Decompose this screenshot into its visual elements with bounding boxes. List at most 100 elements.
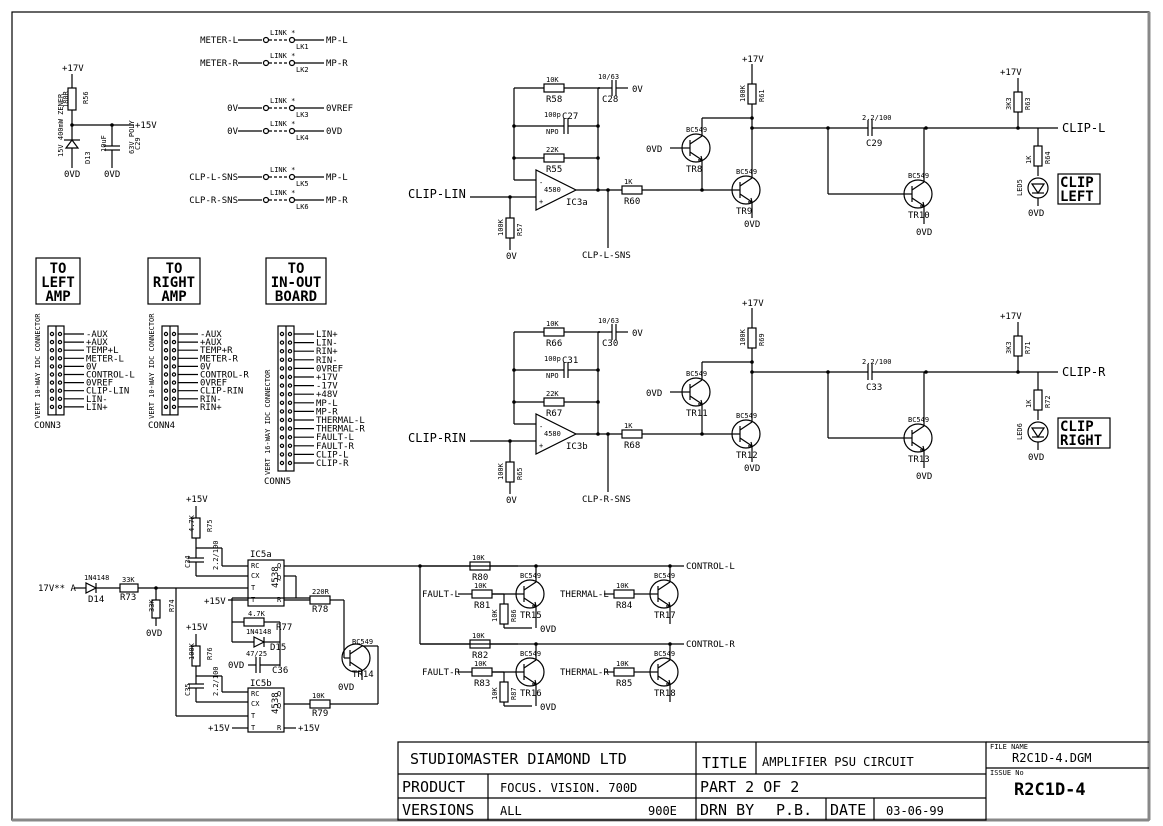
svg-text:R61: R61 (758, 89, 766, 102)
svg-text:IC5a: IC5a (250, 550, 272, 560)
svg-text:TR14: TR14 (352, 670, 374, 680)
connector-pin-label: MP-L (316, 399, 338, 409)
svg-text:10K: 10K (312, 692, 325, 700)
connector-pin-label: 0VREF (200, 379, 227, 389)
svg-text:4580: 4580 (544, 430, 561, 438)
link-right-label: MP-L (326, 173, 348, 183)
fault-label: FAULT-L (422, 590, 460, 600)
svg-text:VERT 16-WAY IDC CONNECTOR: VERT 16-WAY IDC CONNECTOR (264, 369, 272, 475)
svg-text:+17V: +17V (62, 64, 84, 74)
svg-text:C33: C33 (866, 383, 882, 393)
svg-text:Q: Q (277, 562, 281, 570)
fault-label: FAULT-R (422, 668, 461, 678)
svg-text:TO: TO (50, 261, 67, 277)
svg-text:BC549: BC549 (736, 412, 757, 420)
connector-pin-label: +48V (316, 390, 338, 400)
svg-text:R55: R55 (546, 165, 562, 175)
svg-text:BC549: BC549 (520, 572, 541, 580)
title-block: STUDIOMASTER DIAMOND LTD TITLE AMPLIFIER… (397, 741, 1149, 821)
svg-text:IC3b: IC3b (566, 442, 588, 452)
svg-text:TR15: TR15 (520, 611, 542, 621)
svg-text:CONN4: CONN4 (148, 421, 175, 431)
svg-text:63V POLY: 63V POLY (128, 119, 136, 154)
connector-pin-label: LIN+ (316, 330, 338, 340)
svg-text:R71: R71 (1024, 341, 1032, 354)
svg-text:C31: C31 (562, 356, 578, 366)
svg-text:TR10: TR10 (908, 211, 930, 221)
svg-text:LINK *: LINK * (270, 97, 295, 105)
svg-text:0VD: 0VD (540, 625, 556, 635)
svg-text:03-06-99: 03-06-99 (886, 804, 944, 818)
svg-text:TR9: TR9 (736, 207, 752, 217)
link-right-label: MP-L (326, 36, 348, 46)
svg-text:RIGHT: RIGHT (153, 275, 195, 291)
link-left-label: METER-L (200, 36, 238, 46)
svg-text:LINK *: LINK * (270, 29, 295, 37)
zener-supply: +17V 180R R56 +15V 15V 400mW ZENER D13 0… (57, 64, 157, 180)
svg-text:10uF: 10uF (100, 135, 108, 152)
svg-text:+17V: +17V (1000, 68, 1022, 78)
svg-text:0VD: 0VD (646, 389, 662, 399)
svg-text:BC549: BC549 (686, 370, 707, 378)
svg-text:C36: C36 (272, 666, 288, 676)
connector-pin-label: -AUX (200, 330, 222, 340)
svg-text:0VD: 0VD (916, 472, 932, 482)
svg-text:T: T (251, 584, 256, 592)
link-left-label: 0V (227, 104, 238, 114)
svg-text:4538: 4538 (271, 566, 281, 588)
connector-pin-label: +17V (316, 373, 338, 383)
connector-pin-label: TEMP+R (200, 346, 233, 356)
svg-text:FOCUS. VISION. 700D: FOCUS. VISION. 700D (500, 781, 637, 795)
svg-text:0VD: 0VD (646, 145, 662, 155)
control-label: CONTROL-L (686, 562, 735, 572)
svg-text:R87: R87 (510, 687, 518, 700)
connector-pin-label: METER-R (200, 354, 239, 364)
svg-text:10/63: 10/63 (598, 73, 619, 81)
svg-text:LINK *: LINK * (270, 120, 295, 128)
svg-text:LINK *: LINK * (270, 189, 295, 197)
svg-text:VERSIONS: VERSIONS (402, 801, 474, 819)
svg-text:CONN3: CONN3 (34, 421, 61, 431)
svg-text:TR16: TR16 (520, 689, 542, 699)
connector-pin-label: FAULT-L (316, 433, 354, 443)
svg-text:47/25: 47/25 (246, 650, 267, 658)
svg-text:TR17: TR17 (654, 611, 676, 621)
svg-text:0VD: 0VD (540, 703, 556, 713)
svg-text:STUDIOMASTER DIAMOND LTD: STUDIOMASTER DIAMOND LTD (410, 750, 627, 768)
svg-text:0VD: 0VD (744, 220, 760, 230)
svg-text:T: T (251, 712, 256, 720)
svg-text:R79: R79 (312, 709, 328, 719)
svg-text:LINK *: LINK * (270, 52, 295, 60)
svg-text:R56: R56 (82, 91, 90, 104)
svg-text:DATE: DATE (830, 801, 866, 819)
connector-pin-label: +AUX (86, 338, 108, 348)
svg-text:LEFT: LEFT (1060, 189, 1094, 205)
svg-text:TR13: TR13 (908, 455, 930, 465)
svg-text:LED5: LED5 (1016, 179, 1024, 196)
svg-text:TR11: TR11 (686, 409, 708, 419)
svg-text:LK1: LK1 (296, 43, 309, 51)
svg-text:CONN5: CONN5 (264, 477, 291, 487)
connector-pin-label: TEMP+L (86, 346, 119, 356)
connector-pin-label: CLIP-L (316, 450, 349, 460)
svg-text:+15V: +15V (208, 724, 230, 734)
link-left-label: METER-R (200, 59, 239, 69)
svg-text:BC549: BC549 (654, 572, 675, 580)
svg-text:10K: 10K (474, 660, 487, 668)
svg-text:R60: R60 (624, 197, 640, 207)
svg-text:C35: C35 (184, 683, 192, 696)
svg-text:+15V: +15V (204, 597, 226, 607)
svg-text:R78: R78 (312, 605, 328, 615)
svg-text:0VD: 0VD (104, 170, 120, 180)
svg-text:100p: 100p (544, 355, 561, 363)
svg-text:P.B.: P.B. (776, 801, 812, 819)
svg-text:0VD: 0VD (1028, 209, 1044, 219)
svg-text:TR18: TR18 (654, 689, 676, 699)
connector-pin-label: MP-R (316, 407, 338, 417)
svg-text:LED6: LED6 (1016, 423, 1024, 440)
svg-text:LK5: LK5 (296, 180, 309, 188)
